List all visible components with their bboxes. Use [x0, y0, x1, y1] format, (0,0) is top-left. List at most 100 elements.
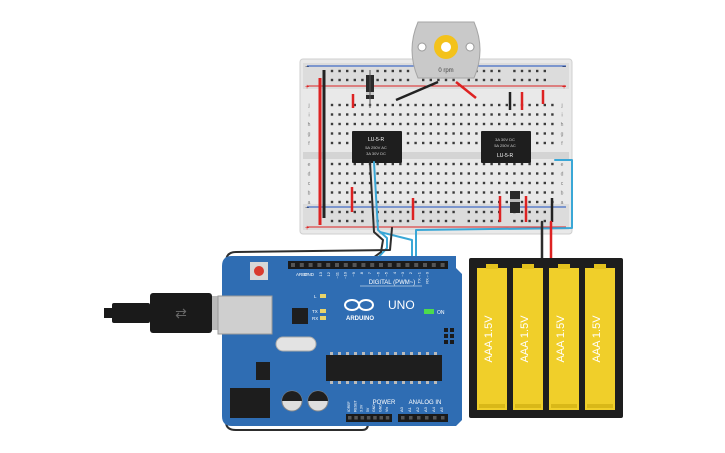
row-letter: a: [561, 200, 564, 206]
row-letter: g: [308, 132, 311, 138]
usb-cable: ⇄: [104, 293, 226, 333]
relay-left-rating-1: 5A 250V AC: [365, 145, 387, 150]
digital-pin-label: TX→1: [416, 271, 421, 283]
rx-label: RX: [312, 316, 318, 321]
relay-right-rating-2: 3A 30V DC: [495, 137, 515, 142]
row-letter: f: [308, 141, 310, 147]
analog-label: ANALOG IN: [409, 400, 442, 406]
power-pin-label: GND: [379, 404, 383, 412]
on-label: ON: [437, 310, 445, 316]
signal-wires: [225, 159, 573, 431]
digital-pin-label: ~9: [351, 271, 356, 276]
digital-pin-label: ~11: [334, 271, 339, 278]
row-letter: a: [308, 200, 311, 206]
analog-pin-label: A2: [415, 406, 420, 412]
battery-cell: [513, 268, 543, 410]
usb-icon: ⇄: [175, 305, 187, 321]
battery-cell-label: AAA 1.5V: [519, 315, 531, 363]
battery-cell-label: AAA 1.5V: [483, 315, 495, 363]
digital-pin-label: ~6: [375, 271, 380, 276]
power-jack: [230, 388, 270, 418]
digital-pin-label: 13: [318, 271, 323, 276]
power-pin-label: Vin: [385, 407, 389, 412]
power-pin-label: RESET: [353, 399, 357, 412]
power-pin-label: 5V: [366, 407, 370, 412]
row-letter: c: [561, 181, 564, 187]
dc-motor[interactable]: 0 rpm: [411, 21, 481, 79]
usb-port: [217, 295, 273, 335]
row-letter: b: [308, 191, 311, 197]
analog-pin-label: A0: [399, 406, 404, 412]
svg-text:−: −: [305, 64, 309, 71]
row-letter: b: [561, 191, 564, 197]
arduino-brand: ARDUINO: [346, 316, 374, 322]
digital-pin-label: 12: [326, 271, 331, 276]
tx-label: TX: [312, 309, 318, 314]
svg-text:−: −: [562, 64, 566, 71]
digital-pin-label: 8: [359, 271, 364, 274]
breadboard-wires: [318, 70, 554, 225]
reset-button[interactable]: [254, 266, 264, 276]
battery-cell: [477, 268, 507, 410]
digital-pin-label: ~10: [343, 271, 348, 279]
battery-cell: [549, 268, 579, 410]
analog-pin-label: A1: [407, 406, 412, 412]
power-pin-label: 3.3V: [360, 404, 364, 412]
row-letter: f: [561, 141, 563, 147]
aref-label: AREF: [296, 272, 308, 277]
battery-cell-label: AAA 1.5V: [591, 315, 603, 363]
power-led: [424, 309, 434, 314]
svg-text:+: +: [305, 84, 309, 91]
row-letter: e: [308, 162, 311, 168]
arduino-infinity-icon: [344, 299, 374, 311]
battery-pack[interactable]: AAA 1.5V AAA 1.5V AAA 1.5V AAA 1.5V: [469, 258, 623, 418]
row-letter: d: [308, 172, 311, 178]
row-letter: e: [561, 162, 564, 168]
power-pin-label: IOREF: [347, 401, 351, 412]
row-letter: g: [561, 132, 564, 138]
analog-pin-label: A3: [423, 406, 428, 412]
atmega-chip: [326, 355, 442, 381]
digital-pin-label: RX←0: [425, 271, 430, 284]
svg-text:+: +: [305, 225, 309, 232]
relay-left[interactable]: LU-5-R 5A 250V AC 3A 30V DC: [352, 131, 402, 163]
row-letter: i: [561, 113, 562, 119]
row-letter: h: [308, 122, 311, 128]
digital-pin-label: 7: [367, 271, 372, 274]
row-letter: c: [308, 181, 311, 187]
digital-pin-label: ~3: [400, 271, 405, 276]
digital-pin-label: 2: [408, 271, 413, 274]
svg-text:+: +: [562, 84, 566, 91]
uno-logo: UNO: [388, 298, 415, 312]
row-letter: i: [308, 113, 309, 119]
relay-left-model: LU-5-R: [368, 137, 385, 143]
battery-cell-label: AAA 1.5V: [555, 315, 567, 363]
battery-cell: [585, 268, 615, 410]
l-label: L: [314, 294, 317, 299]
power-pin-label: GND: [372, 404, 376, 412]
row-letter: j: [560, 103, 562, 109]
svg-text:−: −: [305, 205, 309, 212]
analog-pin-label: A5: [439, 406, 444, 412]
gnd-label: GND: [304, 272, 315, 277]
row-letter: d: [561, 172, 564, 178]
relay-right-model: LU-5-R: [497, 153, 514, 159]
analog-header: [398, 414, 448, 422]
motor-speed-label: 0 rpm: [438, 68, 453, 74]
power-label: POWER: [373, 400, 396, 406]
digital-pin-label: ~5: [384, 271, 389, 276]
row-letter: h: [561, 122, 564, 128]
relay-right-rating-1: 5A 250V AC: [494, 143, 516, 148]
digital-pin-label: 4: [392, 271, 397, 274]
relay-left-rating-2: 3A 30V DC: [366, 151, 386, 156]
digital-header: [288, 261, 448, 269]
relay-right[interactable]: 3A 30V DC 5A 250V AC LU-5-R: [481, 131, 531, 163]
analog-pin-label: A4: [431, 406, 436, 412]
row-letter: j: [307, 103, 309, 109]
digital-label: DIGITAL (PWM~): [369, 280, 416, 286]
breadboard-holes: [330, 69, 554, 223]
